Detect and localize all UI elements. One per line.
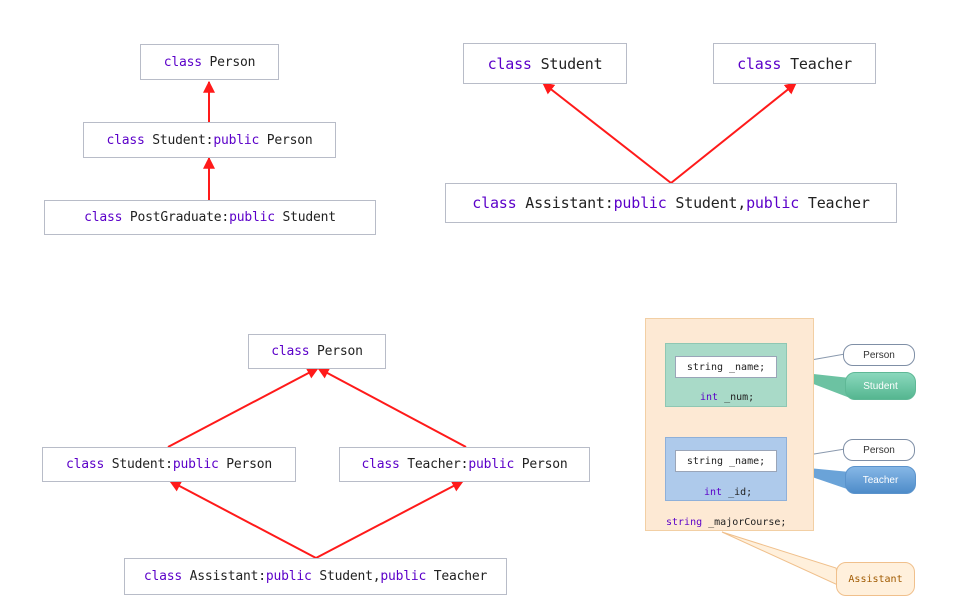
base-name: Person [259,132,313,148]
class-person-box-3: class Person [248,334,386,369]
arrow-assistant-to-student-2 [168,480,317,559]
keyword: class [487,54,532,73]
class-name: Assistant: [516,194,614,212]
member-name: _majorCourse; [702,517,787,528]
keyword: public [213,132,260,148]
class-assistant-box-2: class Assistant:public Student,public Te… [445,183,897,223]
base-name: Teacher [799,194,870,212]
callout-assistant: Assistant [836,562,915,596]
class-name: Person [309,344,363,359]
class-student-box-2: class Student [463,43,627,84]
class-name: Student [531,54,603,73]
keyword: string [666,517,703,528]
class-teacher-box-2: class Teacher [713,43,876,84]
keyword: public [229,210,275,225]
class-name: Person [201,54,256,70]
arrow-teacher-to-person [316,367,467,448]
keyword: class [143,569,183,584]
keyword: class [361,457,400,472]
keyword: public [468,457,515,472]
base-name: Student, [666,194,747,212]
callout-person-top: Person [843,344,915,366]
arrow-assistant-to-teacher-2 [315,480,465,559]
keyword: class [271,344,310,359]
class-student-box-3: class Student:public Person [42,447,296,482]
keyword: class [163,54,202,70]
base-name: Student, [311,569,381,584]
callout-pointer-assistant [721,531,841,587]
class-assistant-box-3: class Assistant:public Student,public Te… [124,558,507,595]
member-name: _num; [718,392,755,403]
arrow-assistant-to-student [542,82,672,184]
keyword: public [746,194,800,212]
class-name: Assistant: [182,569,266,584]
teacher-name-field: string _name; [675,450,777,472]
keyword: class [106,132,145,148]
keyword: int [704,487,723,498]
class-name: Student: [144,132,214,148]
keyword: class [84,210,123,225]
keyword: public [380,569,427,584]
arrow-student-to-person-2 [167,367,320,448]
keyword: int [700,392,719,403]
class-person-box: class Person [140,44,279,80]
base-name: Teacher [426,569,488,584]
keyword: public [172,457,219,472]
arrow-assistant-to-teacher [670,82,797,184]
keyword: public [613,194,667,212]
class-name: Teacher: [399,457,469,472]
student-name-field: string _name; [675,356,777,378]
callout-teacher: Teacher [845,466,916,494]
class-name: Student: [104,457,173,472]
base-name: Person [514,457,568,472]
keyword: class [472,194,517,212]
callout-person-bottom: Person [843,439,915,461]
student-num-member: int _num; [700,392,754,403]
base-name: Student [274,210,336,225]
teacher-id-member: int _id; [704,487,752,498]
class-name: PostGraduate: [122,210,230,225]
class-student-box: class Student:public Person [83,122,336,158]
callout-student: Student [845,372,916,400]
major-course-member: string _majorCourse; [666,517,786,528]
keyword: public [265,569,312,584]
class-name: Teacher [781,54,852,73]
class-teacher-box-3: class Teacher:public Person [339,447,590,482]
keyword: class [737,54,782,73]
member-name: _id; [722,487,753,498]
keyword: class [66,457,105,472]
base-name: Person [218,457,272,472]
class-postgraduate-box: class PostGraduate:public Student [44,200,376,235]
